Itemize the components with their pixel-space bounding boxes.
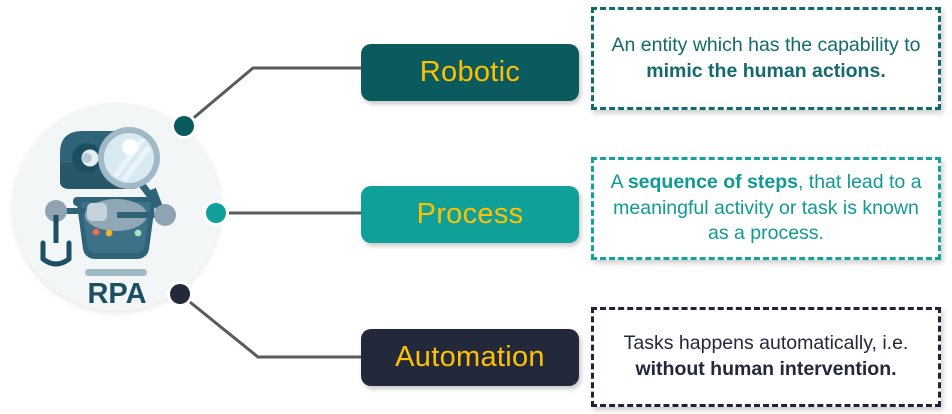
pill-label-process[interactable]: Process <box>361 186 579 243</box>
description-box-process: A sequence of steps, that lead to a mean… <box>591 157 941 260</box>
pill-label-automation[interactable]: Automation <box>361 329 579 386</box>
center-label-rpa: RPA <box>87 278 146 310</box>
robot-illustration-icon: RPA <box>40 127 176 310</box>
description-box-robotic: An entity which has the capability to mi… <box>591 7 941 110</box>
description-text-robotic: An entity which has the capability to mi… <box>611 33 921 82</box>
description-box-automation: Tasks happens automatically, i.e. withou… <box>591 307 941 407</box>
description-text-automation: Tasks happens automatically, i.e. withou… <box>623 332 909 380</box>
description-text-process: A sequence of steps, that lead to a mean… <box>610 170 922 245</box>
pill-label-robotic[interactable]: Robotic <box>361 44 579 101</box>
